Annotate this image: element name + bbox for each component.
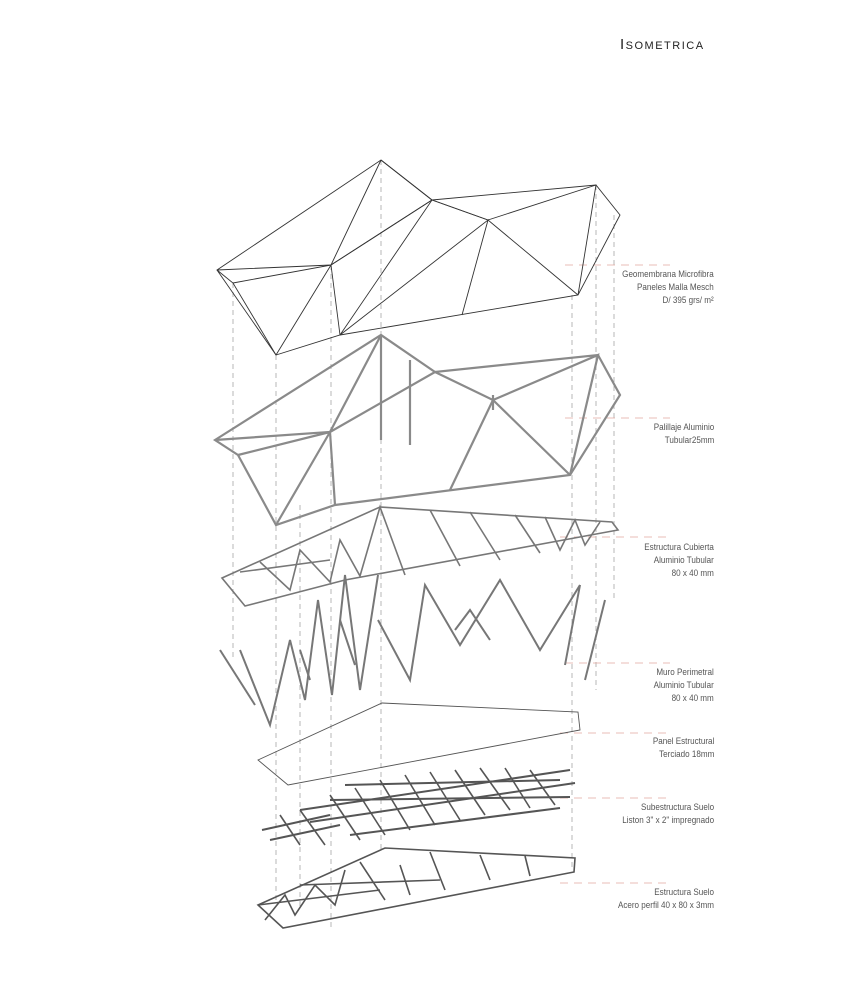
label-subestructura: Subestructura Suelo Liston 3" x 2" impre… [622, 801, 714, 827]
label-line: Acero perfil 40 x 80 x 3mm [617, 900, 714, 911]
label-line: Aluminio Tubular [653, 555, 714, 566]
label-line: Liston 3" x 2" impregnado [622, 815, 714, 826]
label-line: Estructura Suelo [654, 887, 714, 898]
label-line: Subestructura Suelo [640, 802, 714, 813]
label-line: Muro Perimetral [656, 667, 714, 678]
roof-structure-layer [220, 504, 620, 607]
label-cubierta: Estructura Cubierta Aluminio Tubular 80 … [644, 541, 714, 580]
label-suelo: Estructura Suelo Acero perfil 40 x 80 x … [618, 886, 714, 912]
frame-layer [212, 333, 622, 527]
label-line: D/ 395 grs/ m² [662, 295, 714, 306]
label-line: 80 x 40 mm [671, 568, 714, 579]
label-palillaje: Palillaje Aluminio Tubular25mm [653, 421, 714, 447]
substructure-grid-layer [261, 767, 576, 846]
label-membrana: Geomembrana Microfibra Paneles Malla Mes… [622, 268, 714, 307]
label-line: Tubular25mm [664, 435, 714, 446]
floor-structure-layer [256, 847, 576, 929]
label-muro: Muro Perimetral Aluminio Tubular 80 x 40… [654, 666, 714, 705]
panel-layer [257, 702, 581, 786]
projection-lines [232, 160, 615, 930]
label-line: Paneles Malla Mesch [637, 282, 714, 293]
membrane-layer [216, 159, 621, 356]
label-line: Aluminio Tubular [653, 680, 714, 691]
label-panel: Panel Estructural Terciado 18mm [653, 735, 714, 761]
label-line: Palillaje Aluminio [653, 422, 714, 433]
label-line: Estructura Cubierta [644, 542, 714, 553]
label-line: Terciado 18mm [658, 749, 714, 760]
label-line: Geomembrana Microfibra [622, 269, 714, 280]
perimeter-wall-layer [219, 574, 606, 729]
label-line: Panel Estructural [652, 736, 714, 747]
drawing-title: Isometrica [620, 36, 705, 53]
label-line: 80 x 40 mm [671, 693, 714, 704]
